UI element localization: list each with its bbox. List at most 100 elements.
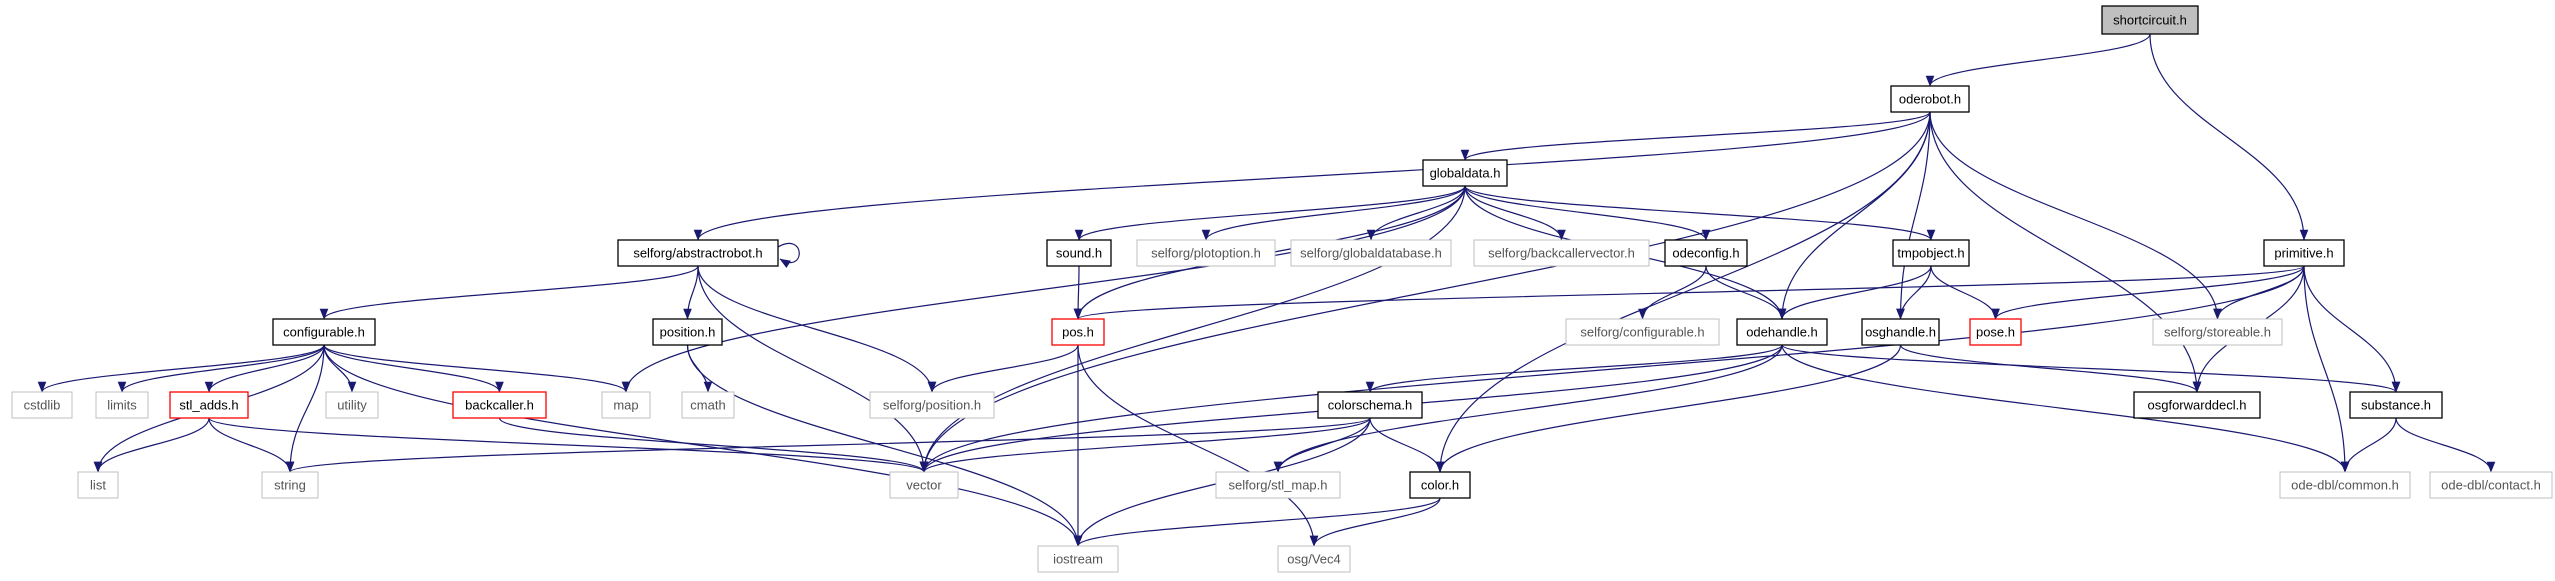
edge-primitive-to-odecommon — [2303, 265, 2350, 473]
node-sound[interactable]: sound.h — [1046, 239, 1112, 267]
node-cstdlib-label: cstdlib — [24, 398, 61, 413]
edge-globaldata-to-globaldatabase — [1366, 185, 1466, 241]
node-stl_map-label: selforg/stl_map.h — [1229, 478, 1328, 493]
node-oderobot-label: oderobot.h — [1899, 92, 1961, 107]
node-odecontact-box — [2429, 471, 2553, 499]
node-colorschema-label: colorschema.h — [1328, 398, 1413, 413]
node-limits-label: limits — [107, 398, 137, 413]
node-substance[interactable]: substance.h — [2349, 391, 2443, 419]
node-osghandle-label: osghandle.h — [1865, 325, 1936, 340]
node-iostream: iostream — [1037, 545, 1119, 573]
edge-shortcircuit-to-oderobot — [1925, 33, 2151, 87]
edge-odehandle-to-stl_map — [1273, 344, 1783, 473]
node-vector-label: vector — [906, 478, 942, 493]
node-plotoption: selforg/plotoption.h — [1136, 239, 1276, 267]
node-pose[interactable]: pose.h — [1969, 318, 2022, 346]
node-osghandle-box — [1861, 318, 1940, 346]
edge-configurable-to-cstdlib — [37, 344, 325, 393]
node-map-box — [601, 391, 651, 419]
node-color[interactable]: color.h — [1409, 471, 1471, 499]
node-stl_map-box — [1215, 471, 1341, 499]
node-globaldata-box — [1422, 159, 1508, 187]
node-pose-box — [1969, 318, 2022, 346]
node-odehandle-label: odehandle.h — [1746, 325, 1818, 340]
node-backcallervector: selforg/backcallervector.h — [1473, 239, 1650, 267]
edge-abstractrobot-to-abstractrobot — [777, 242, 800, 269]
node-position[interactable]: position.h — [652, 318, 723, 346]
node-sound-label: sound.h — [1056, 246, 1102, 261]
edge-globaldata-to-plotoption — [1201, 185, 1466, 241]
node-odecommon-box — [2279, 471, 2411, 499]
node-osghandle[interactable]: osghandle.h — [1861, 318, 1940, 346]
node-pos-label: pos.h — [1062, 325, 1094, 340]
node-backcallervector-label: selforg/backcallervector.h — [1488, 246, 1635, 261]
node-stl_adds[interactable]: stl_adds.h — [169, 391, 249, 419]
node-iostream-label: iostream — [1053, 552, 1103, 567]
node-odehandle-box — [1736, 318, 1828, 346]
node-odecontact: ode-dbl/contact.h — [2429, 471, 2553, 499]
node-substance-box — [2349, 391, 2443, 419]
edge-sound-to-pos — [1073, 265, 1083, 320]
node-selforgposition: selforg/position.h — [869, 391, 995, 419]
edge-odehandle-to-colorschema — [1365, 344, 1783, 393]
node-storeable: selforg/storeable.h — [2152, 318, 2283, 346]
edge-abstractrobot-to-vector — [697, 265, 929, 473]
node-odecommon: ode-dbl/common.h — [2279, 471, 2411, 499]
node-abstractrobot[interactable]: selforg/abstractrobot.h — [617, 239, 779, 267]
node-pos[interactable]: pos.h — [1051, 318, 1105, 346]
node-tmpobject[interactable]: tmpobject.h — [1892, 239, 1970, 267]
node-utility: utility — [325, 391, 379, 419]
node-primitive[interactable]: primitive.h — [2263, 239, 2345, 267]
node-shortcircuit[interactable]: shortcircuit.h — [2101, 5, 2199, 35]
node-globaldatabase-box — [1290, 239, 1452, 267]
edge-oderobot-to-storeable — [1929, 111, 2222, 320]
node-oderobot-box — [1890, 85, 1970, 113]
node-stl_map: selforg/stl_map.h — [1215, 471, 1341, 499]
edge-colorschema-to-stl_map — [1273, 417, 1371, 473]
edge-globaldata-to-backcallervector — [1464, 185, 1566, 241]
node-osgforwarddecl[interactable]: osgforwarddecl.h — [2133, 391, 2261, 419]
node-primitive-label: primitive.h — [2274, 246, 2333, 261]
edge-oderobot-to-osghandle — [1896, 111, 1931, 320]
node-limits: limits — [95, 391, 149, 419]
node-stl_adds-box — [169, 391, 249, 419]
node-cmath-label: cmath — [690, 398, 725, 413]
node-limits-box — [95, 391, 149, 419]
edge-odeconfig-to-odehandle — [1705, 265, 1787, 320]
edge-primitive-to-vector — [919, 265, 2305, 473]
node-map: map — [601, 391, 651, 419]
node-selforgconfigurable-label: selforg/configurable.h — [1580, 325, 1704, 340]
node-odehandle[interactable]: odehandle.h — [1736, 318, 1828, 346]
edge-primitive-to-substance — [2303, 265, 2401, 393]
node-list-label: list — [90, 478, 106, 493]
node-cmath: cmath — [681, 391, 735, 419]
node-backcaller[interactable]: backcaller.h — [452, 391, 547, 419]
node-colorschema-box — [1317, 391, 1423, 419]
node-colorschema[interactable]: colorschema.h — [1317, 391, 1423, 419]
node-globaldata[interactable]: globaldata.h — [1422, 159, 1508, 187]
node-string-label: string — [274, 478, 306, 493]
edge-pos-to-vec4 — [1077, 344, 1319, 547]
edge-colorschema-to-color — [1369, 417, 1445, 473]
edge-globaldata-to-vector — [919, 185, 1466, 473]
node-globaldatabase-label: selforg/globaldatabase.h — [1300, 246, 1442, 261]
node-configurable[interactable]: configurable.h — [272, 318, 376, 346]
edge-tmpobject-to-pose — [1930, 265, 2000, 320]
node-utility-label: utility — [337, 398, 367, 413]
edge-colorschema-to-string — [286, 417, 1371, 473]
node-vec4-box — [1277, 545, 1351, 573]
node-odeconfig[interactable]: odeconfig.h — [1664, 239, 1748, 267]
edge-abstractrobot-to-selforgposition — [697, 265, 937, 393]
edge-tmpobject-to-odehandle — [1777, 265, 1932, 320]
node-stl_adds-label: stl_adds.h — [179, 398, 238, 413]
node-selforgconfigurable-box — [1565, 318, 1720, 346]
node-abstractrobot-label: selforg/abstractrobot.h — [633, 246, 762, 261]
node-vec4-label: osg/Vec4 — [1287, 552, 1341, 567]
node-iostream-box — [1037, 545, 1119, 573]
node-tmpobject-label: tmpobject.h — [1897, 246, 1964, 261]
node-plotoption-label: selforg/plotoption.h — [1151, 246, 1261, 261]
edge-abstractrobot-to-configurable — [319, 265, 699, 320]
edge-abstractrobot-to-position — [683, 265, 699, 320]
node-oderobot[interactable]: oderobot.h — [1890, 85, 1970, 113]
